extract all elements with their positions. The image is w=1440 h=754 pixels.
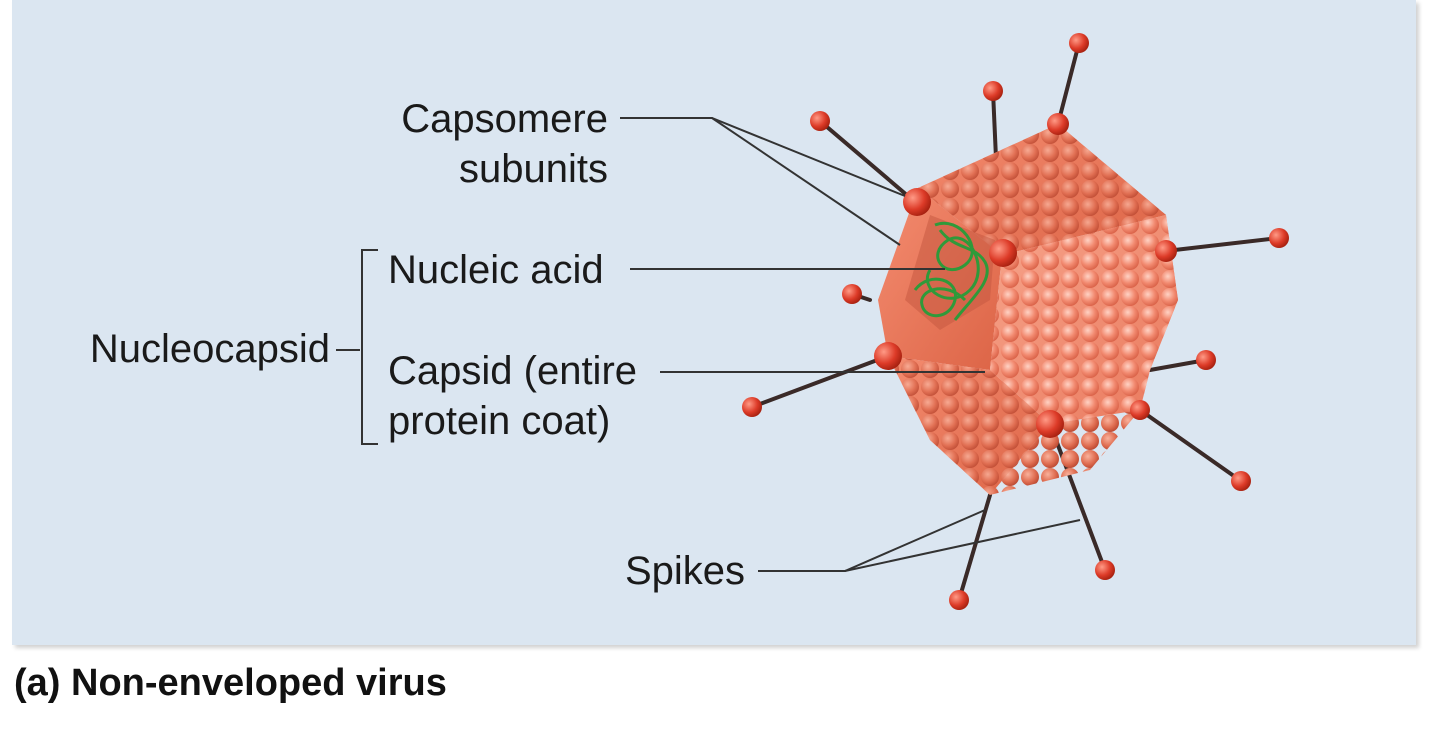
vertex-bump bbox=[903, 188, 931, 216]
spike-tip bbox=[1069, 33, 1089, 53]
label-nucleic-acid: Nucleic acid bbox=[388, 248, 604, 292]
spike-stalk bbox=[750, 354, 890, 409]
capsid-bottom-face-beads bbox=[888, 356, 1050, 495]
nucleic-acid bbox=[913, 221, 989, 321]
spike-tip bbox=[949, 590, 969, 610]
spike-stalk bbox=[957, 493, 992, 602]
vertex-bump bbox=[1155, 240, 1177, 262]
spike-tip bbox=[983, 81, 1003, 101]
spike-tip bbox=[1269, 228, 1289, 248]
label-spikes: Spikes bbox=[625, 549, 745, 593]
diagram-panel bbox=[12, 0, 1416, 645]
spike-tips bbox=[742, 33, 1289, 610]
label-capsid: Capsid (entire bbox=[388, 349, 637, 393]
spikes-leader bbox=[844, 519, 1081, 572]
label-capsomere-2: subunits bbox=[459, 147, 608, 191]
spike-tip bbox=[810, 111, 830, 131]
nucleocapsid-bracket bbox=[361, 249, 378, 445]
vertex-bump bbox=[989, 239, 1017, 267]
spike-tip bbox=[842, 284, 862, 304]
capsid-top-face-beads bbox=[918, 124, 1166, 255]
spikes-leader bbox=[758, 509, 986, 572]
spike-tip bbox=[1196, 350, 1216, 370]
capsomere-leader bbox=[711, 117, 901, 246]
capsid-lower-right-face bbox=[990, 410, 1140, 495]
figure-caption: (a) Non-enveloped virus bbox=[14, 662, 447, 704]
spike-stalk bbox=[1056, 41, 1081, 126]
leader-lines bbox=[336, 117, 1081, 572]
label-nucleocapsid: Nucleocapsid bbox=[90, 327, 330, 371]
spike-stalk bbox=[818, 119, 917, 204]
spike-tip bbox=[742, 397, 762, 417]
label-capsid-2: protein coat) bbox=[388, 399, 610, 443]
spike-tip bbox=[1231, 471, 1251, 491]
labels: Capsomere subunits Nucleic acid Nucleoca… bbox=[90, 97, 745, 593]
spike-stalk bbox=[1138, 408, 1243, 483]
spike-tip bbox=[1095, 560, 1115, 580]
spike-stalk bbox=[1164, 236, 1281, 253]
vertex-bump bbox=[874, 342, 902, 370]
capsid-right-face-beads bbox=[990, 215, 1178, 424]
capsid bbox=[878, 124, 1178, 495]
label-capsomere: Capsomere bbox=[401, 97, 608, 141]
vertex-bump bbox=[1036, 410, 1064, 438]
vertex-bump bbox=[1047, 113, 1069, 135]
vertex-bump bbox=[1130, 400, 1150, 420]
